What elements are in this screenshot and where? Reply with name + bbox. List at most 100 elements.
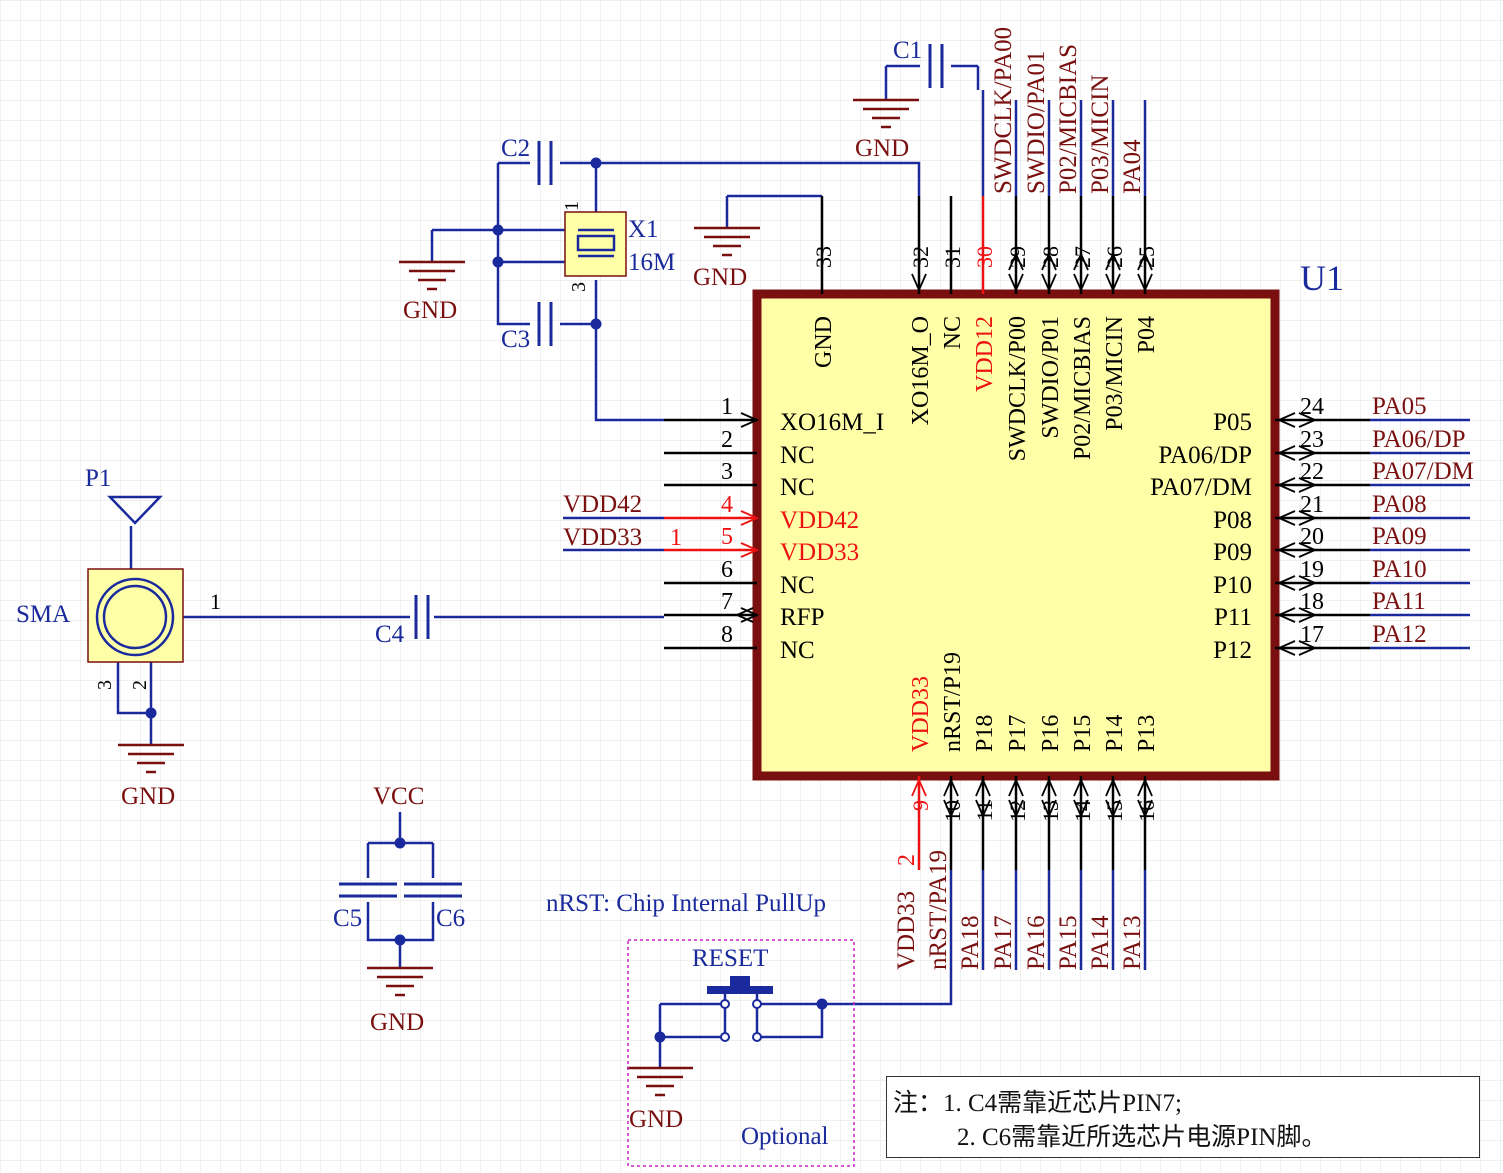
c2-label: C2 — [501, 135, 530, 162]
sma-inner-ring — [102, 584, 168, 650]
chip-pin-32-name: XO16M_O — [908, 316, 934, 425]
net-label-right-0: PA12 — [1372, 621, 1427, 648]
gnd-label-crystal: GND — [403, 297, 457, 324]
chip-pin-17-arrow-back — [1298, 640, 1318, 656]
chip-pin-22-number: 22 — [1300, 459, 1324, 485]
gnd-label-c1: GND — [855, 135, 909, 162]
chip-pin-17-arrow — [1276, 640, 1296, 656]
chip-pin-15-name: P14 — [1102, 715, 1128, 752]
chip-pin-5-name: VDD33 — [780, 539, 859, 566]
gnd-label-reset: GND — [629, 1106, 683, 1133]
chip-pin-26-arrow-back — [1105, 251, 1121, 271]
crystal-body — [564, 211, 627, 277]
chip-pin-12-name: P17 — [1005, 715, 1031, 752]
net-label-right-4: PA08 — [1372, 491, 1427, 518]
chip-pin-10-arrow — [943, 777, 959, 797]
chip-pin-25-arrow-back — [1137, 251, 1153, 271]
chip-pin-14-name: P15 — [1070, 715, 1096, 752]
junction-dot-9 — [654, 1031, 666, 1043]
junction-dot-3 — [492, 256, 504, 268]
chip-pin-24-number: 24 — [1300, 394, 1324, 420]
net-label-right-7: PA05 — [1372, 393, 1427, 420]
c4-label: C4 — [375, 621, 405, 648]
antenna-p1 — [87, 495, 184, 663]
chip-pin-24-arrow — [1276, 412, 1296, 428]
chip-pin-11-arrow-back — [975, 799, 991, 819]
net-label-right-3: PA09 — [1372, 523, 1427, 550]
chip-pin-30-name: VDD12 — [972, 316, 998, 392]
chip-pin-28-arrow — [1041, 273, 1057, 293]
crystal-designator: X1 — [628, 216, 659, 243]
sma-outer-ring — [95, 577, 175, 657]
junction-dot-5 — [145, 707, 157, 719]
capacitor-c1 — [928, 44, 944, 88]
junction-dot-1 — [590, 157, 602, 169]
chip-pin-20-number: 20 — [1300, 524, 1324, 550]
chip-pin-12-arrow — [1008, 777, 1024, 797]
chip-pin-6-number: 6 — [721, 557, 733, 583]
junction-dot-4 — [590, 318, 602, 330]
chip-pin-22-arrow — [1276, 477, 1296, 493]
c3-label: C3 — [501, 326, 530, 353]
chip-pin-31-name: NC — [940, 316, 966, 349]
chip-pin-19-arrow-back — [1298, 575, 1318, 591]
antenna-type: SMA — [16, 601, 70, 628]
note-box — [886, 1076, 1480, 1158]
note-line-1: 注：1. C4需靠近芯片PIN7; — [893, 1090, 1182, 1117]
capacitor-c5 — [339, 882, 397, 898]
chip-pin-28-name: SWDIO/P01 — [1038, 316, 1064, 439]
chip-pin-7-number: 7 — [721, 589, 733, 615]
chip-pin-16-arrow — [1137, 777, 1153, 797]
chip-pin-14-arrow-back — [1073, 799, 1089, 819]
chip-pin-5-arrow — [740, 542, 760, 558]
gnd-label-decoupling: GND — [370, 1009, 424, 1036]
chip-pin-15-arrow — [1105, 777, 1121, 797]
net-label-bottom-4: PA16 — [1023, 915, 1050, 970]
chip-pin-14-arrow — [1073, 777, 1089, 797]
crystal-element — [576, 234, 616, 252]
c1-label: C1 — [893, 37, 922, 64]
chip-pin-1-name: XO16M_I — [780, 409, 884, 436]
c5-label: C5 — [333, 905, 362, 932]
chip-pin-32-number: 32 — [908, 246, 933, 268]
chip-pin-18-arrow-back — [1298, 607, 1318, 623]
wire-c2-to-pin32 — [560, 161, 921, 196]
reset-terminal-left — [720, 1032, 730, 1042]
chip-pin-33-number: 33 — [811, 246, 836, 268]
capacitor-c2 — [537, 141, 553, 185]
crystal-x1 — [564, 211, 627, 277]
net-label-right-6: PA06/DP — [1372, 426, 1466, 453]
chip-pin-18-number: 18 — [1300, 589, 1324, 615]
crystal-value: 16M — [628, 249, 675, 276]
net-label-top-3: SWDIO/PA01 — [1023, 50, 1050, 194]
chip-pin-1-arrow — [740, 412, 760, 428]
wire-antenna-pin3 — [116, 662, 151, 715]
chip-pin-12-arrow-back — [1008, 799, 1024, 819]
net-label-top-1: P03/MICIN — [1087, 75, 1114, 194]
net-label-right-2: PA10 — [1372, 556, 1427, 583]
net-label-right-1: PA11 — [1372, 588, 1426, 615]
net-label-top-4: SWDCLK/PA00 — [990, 27, 1017, 194]
chip-pin-23-arrow — [1276, 445, 1296, 461]
chip-pin-2-number: 2 — [721, 427, 733, 453]
wire-reset-to-nrst — [822, 970, 953, 1006]
chip-pin-23-arrow-back — [1298, 445, 1318, 461]
chip-pin-20-arrow — [1276, 542, 1296, 558]
net-label-top-0: PA04 — [1119, 139, 1146, 194]
antenna-designator: P1 — [85, 465, 111, 492]
chip-pin-23-name: PA06/DP — [1158, 442, 1252, 469]
junction-dot-7 — [394, 934, 406, 946]
optional-label: Optional — [741, 1123, 829, 1150]
gnd-symbol-decoupling — [367, 966, 433, 997]
chip-pin-26-arrow — [1105, 273, 1121, 293]
gnd-symbol-antenna — [118, 743, 184, 774]
chip-pin-13-arrow — [1041, 777, 1057, 797]
chip-pin-2-name: NC — [780, 442, 815, 469]
chip-pin-17-name: P12 — [1213, 637, 1252, 664]
chip-pin-13-name: P16 — [1038, 715, 1064, 752]
chip-pin-1-number: 1 — [721, 394, 733, 420]
chip-pin-7-arrow-back — [734, 607, 754, 623]
chip-pin-29-name: SWDCLK/P00 — [1005, 316, 1031, 461]
chip-pin-5-number: 5 — [721, 524, 733, 550]
